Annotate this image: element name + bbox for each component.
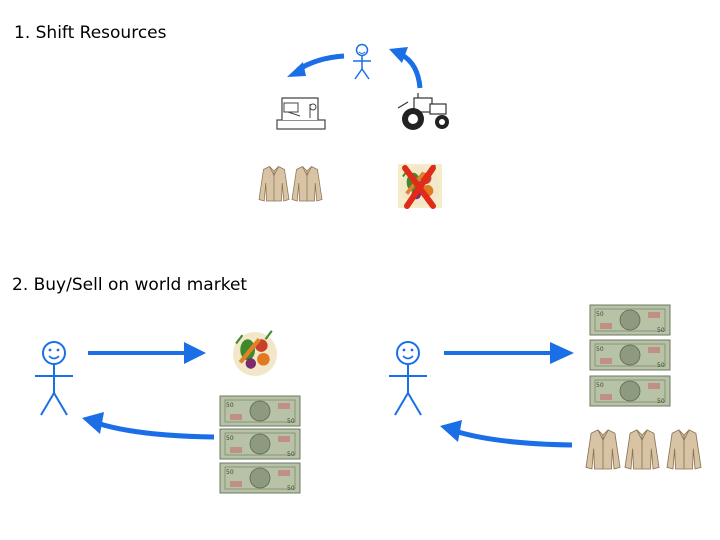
vegetables-icon bbox=[233, 331, 277, 376]
arrow-icon bbox=[389, 47, 423, 89]
cross-icon bbox=[402, 165, 436, 209]
arrow-icon bbox=[82, 412, 215, 440]
arrow-icon bbox=[88, 342, 206, 364]
stick-figure-icon bbox=[388, 341, 428, 416]
section1-heading: 1. Shift Resources bbox=[14, 23, 167, 43]
banknote-icon bbox=[219, 395, 301, 494]
stick-figure-icon bbox=[34, 341, 74, 416]
arrow-icon bbox=[287, 53, 345, 77]
sewing-machine-icon bbox=[276, 97, 326, 130]
section2-heading: 2. Buy/Sell on world market bbox=[12, 275, 248, 295]
arrow-icon bbox=[444, 342, 574, 364]
arrow-icon bbox=[440, 420, 573, 448]
jacket-icon bbox=[585, 429, 702, 470]
stick-figure-icon bbox=[353, 43, 371, 80]
jacket-icon bbox=[258, 166, 323, 202]
tractor-icon bbox=[397, 93, 449, 130]
banknote-icon bbox=[589, 304, 671, 407]
